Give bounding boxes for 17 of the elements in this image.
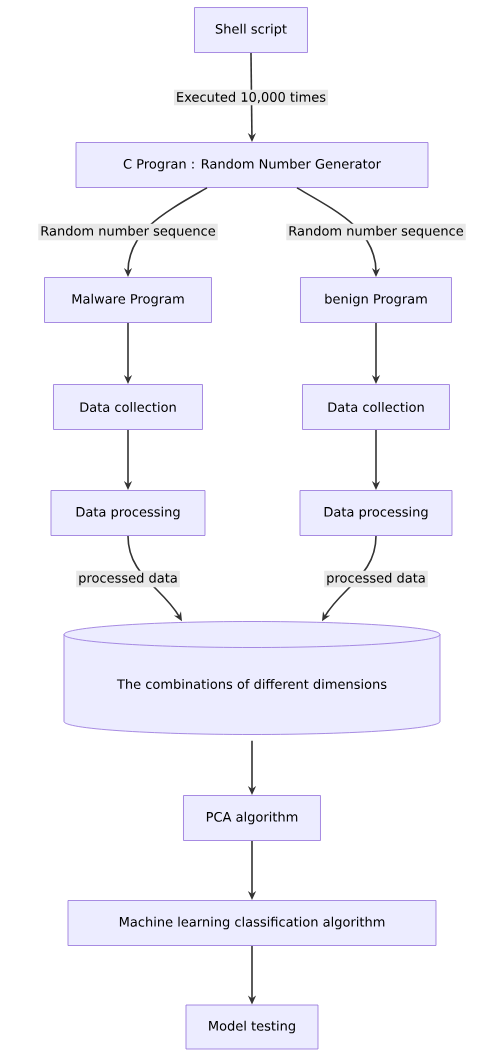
edge-label: Random number sequence <box>38 223 218 241</box>
edge-label: processed data <box>76 570 180 588</box>
database-cylinder: The combinations of different dimensions <box>63 621 441 735</box>
process-box: Data processing <box>299 490 453 536</box>
process-box: benign Program <box>300 277 452 323</box>
process-box: Data collection <box>53 384 203 430</box>
edge-label: processed data <box>324 570 428 588</box>
edge-label: Executed 10,000 times <box>173 89 329 106</box>
process-box: Data processing <box>50 490 206 536</box>
process-box: PCA algorithm <box>183 795 321 841</box>
process-box: Machine learning classification algorithm <box>67 900 437 946</box>
process-box: Shell script <box>194 7 308 53</box>
process-box: C Progran : Random Number Generator <box>75 142 429 188</box>
process-box: Malware Program <box>44 277 212 323</box>
process-box: Model testing <box>185 1004 319 1050</box>
edge-label: Random number sequence <box>286 223 466 241</box>
process-box: Data collection <box>302 384 450 430</box>
